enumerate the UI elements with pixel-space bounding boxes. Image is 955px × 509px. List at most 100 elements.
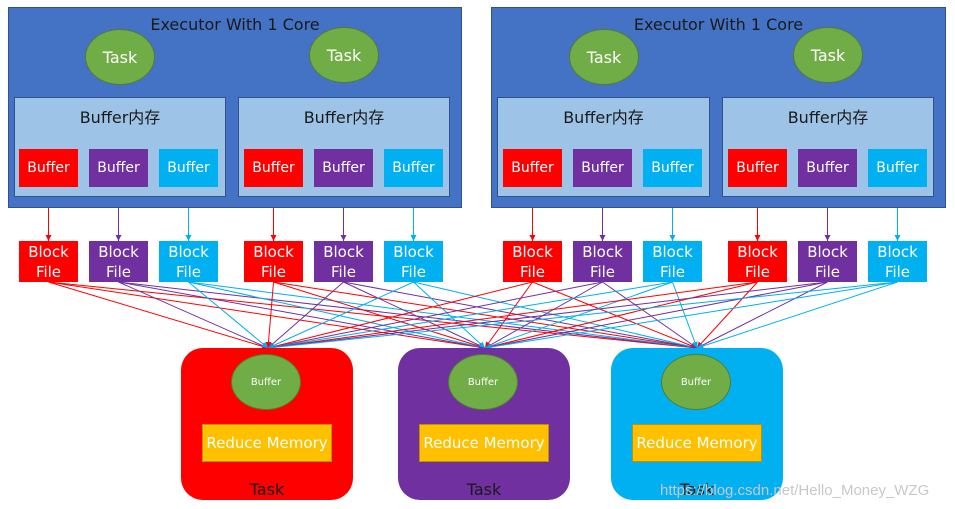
blockfile-to-reducer-arrow: [484, 281, 673, 349]
blockfile-to-reducer-arrow: [267, 281, 758, 351]
reducer-task-label: Task: [679, 480, 715, 499]
blockfile-to-reducer-arrow: [484, 281, 898, 351]
block-file-line1: Block: [807, 242, 848, 261]
block-file-line2: File: [884, 262, 911, 281]
buffer-node-purple: Buffer: [89, 149, 148, 187]
map-task-node: Task: [309, 27, 379, 83]
blockfile-to-reducer-arrow: [413, 281, 486, 349]
blockfile-to-reducer-arrow: [343, 281, 698, 350]
reducer-task-label: Task: [466, 480, 502, 499]
buffer-node-red: Buffer: [503, 149, 562, 187]
buffer-memory-label: Buffer内存: [787, 108, 869, 127]
map-task-node: Task: [569, 29, 639, 85]
blockfile-to-reducer-arrow: [484, 281, 533, 349]
buffer-node-purple: Buffer: [573, 149, 632, 187]
buffer-node-red: Buffer: [728, 149, 787, 187]
blockfile-to-reducer-arrow: [267, 281, 828, 351]
map-task-node: Task: [85, 29, 155, 85]
blockfile-to-reducer-arrow: [267, 281, 344, 349]
reduce-memory-box: Reduce Memory: [419, 424, 549, 462]
buffer-node-purple: Buffer: [314, 149, 373, 187]
blockfile-to-reducer-arrow: [696, 281, 828, 349]
blockfile-to-reducer-arrow: [267, 281, 898, 351]
buffer-node-cyan: Buffer: [868, 149, 927, 187]
blockfile-to-reducer-arrow: [672, 281, 698, 349]
block-file-line1: Block: [737, 242, 778, 261]
blockfile-to-reducer-arrow: [48, 281, 698, 351]
block-file-line1: Block: [253, 242, 294, 261]
block-file-line2: File: [105, 262, 132, 281]
blockfile-to-reducer-arrow: [267, 281, 414, 349]
blockfile-to-reducer-arrow: [48, 281, 269, 350]
reducer-buffer-node: Buffer: [661, 354, 731, 410]
block-file-line2: File: [814, 262, 841, 281]
blockfile-to-reducer-arrow: [118, 281, 269, 349]
blockfile-to-reducer-arrow: [267, 281, 533, 350]
blockfile-to-reducer-arrow: [267, 281, 673, 350]
block-file-line2: File: [330, 262, 357, 281]
executor-2-title: Executor With 1 Core: [633, 15, 804, 34]
block-file-line2: File: [519, 262, 546, 281]
buffer-node-cyan: Buffer: [159, 149, 218, 187]
blockfile-to-reducer-arrow: [188, 281, 698, 351]
buffer-node-cyan: Buffer: [643, 149, 702, 187]
block-file-line2: File: [659, 262, 686, 281]
reducer-purple: Buffer Reduce Memory Task: [398, 348, 570, 500]
blockfile-to-reducer-arrow: [602, 281, 698, 349]
map-task-node: Task: [793, 27, 863, 83]
blockfile-to-reducer-arrow: [188, 281, 486, 350]
blockfile-to-reducer-arrow: [413, 281, 698, 350]
reducer-task-label: Task: [249, 480, 285, 499]
blockfile-to-reducer-arrow: [696, 281, 758, 349]
blockfile-to-reducer-arrow: [273, 281, 698, 351]
block-file-line1: Block: [323, 242, 364, 261]
reducer-buffer-node: Buffer: [231, 354, 301, 410]
blockfile-to-reducer-arrow: [265, 281, 274, 349]
blockfile-to-reducer-arrow: [118, 281, 486, 350]
buffer-memory-label: Buffer内存: [303, 108, 385, 127]
blockfile-to-reducer-arrow: [343, 281, 486, 349]
reducer-red: Buffer Reduce Memory Task: [181, 348, 353, 500]
blockfile-to-reducer-arrow: [188, 281, 269, 349]
reducer-buffer-node: Buffer: [448, 354, 518, 410]
reduce-memory-box: Reduce Memory: [202, 424, 332, 462]
block-file-line1: Block: [393, 242, 434, 261]
buffer-node-red: Buffer: [19, 149, 78, 187]
blockfile-to-reducer-arrow: [484, 281, 828, 350]
block-file-line2: File: [744, 262, 771, 281]
blockfile-to-reducer-arrow: [273, 281, 486, 350]
block-file-line1: Block: [28, 242, 69, 261]
block-file-line2: File: [35, 262, 62, 281]
block-file-line1: Block: [652, 242, 693, 261]
blockfile-to-reducer-arrow: [267, 281, 603, 350]
buffer-node-red: Buffer: [244, 149, 303, 187]
block-file-line1: Block: [877, 242, 918, 261]
reducer-cyan: Buffer Reduce Memory Task: [611, 348, 783, 500]
block-file-line1: Block: [512, 242, 553, 261]
block-file-line1: Block: [168, 242, 209, 261]
block-file-line1: Block: [98, 242, 139, 261]
block-file-line2: File: [589, 262, 616, 281]
watermark-text: https://blog.csdn.net/Hello_Money_WZG: [660, 482, 930, 499]
blockfile-to-reducer-arrow: [484, 281, 603, 349]
buffer-memory-label: Buffer内存: [79, 108, 161, 127]
blockfile-to-reducer-arrow: [532, 281, 698, 349]
executor-1-title: Executor With 1 Core: [150, 15, 320, 34]
blockfile-to-reducer-arrow: [696, 281, 898, 349]
block-file-line2: File: [175, 262, 202, 281]
reduce-memory-box: Reduce Memory: [632, 424, 762, 462]
blockfile-to-reducer-arrow: [118, 281, 698, 351]
block-file-line1: Block: [582, 242, 623, 261]
